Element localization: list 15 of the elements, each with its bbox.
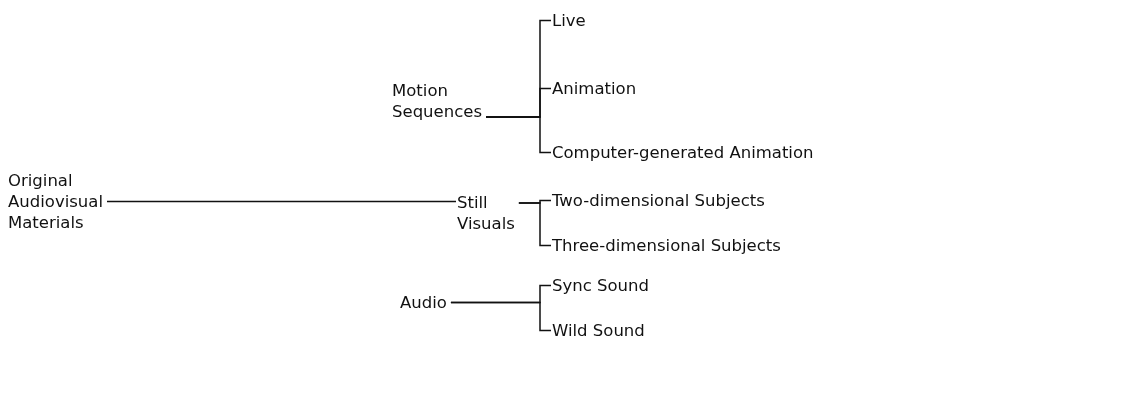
connector-line [106, 200, 457, 203]
connector-line [518, 202, 552, 247]
node-label: Live [552, 10, 612, 31]
node-label: Motion Sequences [392, 80, 497, 122]
connector-line [450, 301, 552, 332]
node-label: Wild Sound [552, 320, 672, 341]
node-label: Audio [400, 292, 456, 313]
node-label: Three-dimensional Subjects [552, 235, 802, 256]
node-label: Original Audiovisual Materials [8, 170, 118, 233]
node-label: Still Visuals [457, 192, 527, 234]
node-label: Computer-generated Animation [552, 142, 842, 163]
node-label: Two-dimensional Subjects [552, 190, 792, 211]
connector-line [485, 116, 552, 154]
node-label: Animation [552, 78, 662, 99]
node-label: Sync Sound [552, 275, 672, 296]
